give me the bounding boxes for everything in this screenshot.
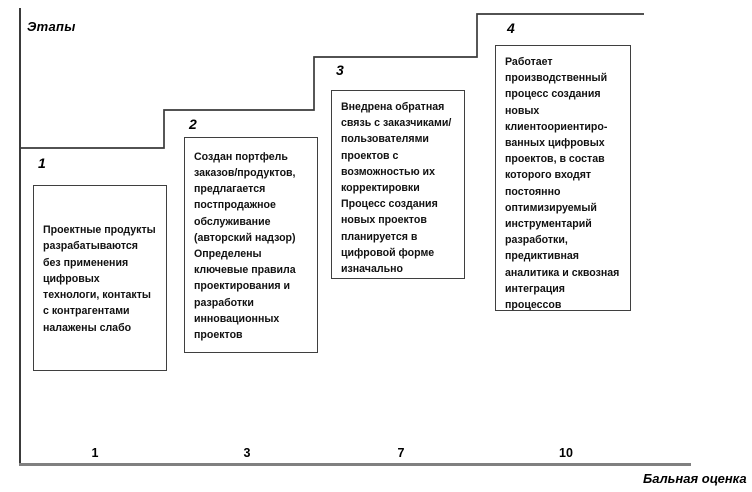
step-box-3[interactable]: Внедрена обратная связь с заказчиками/ п… (331, 90, 465, 279)
step-box-3-text: Внедрена обратная связь с заказчиками/ п… (341, 101, 452, 276)
step-number-1: 1 (38, 155, 46, 171)
step-box-1-text: Проектные продукты разрабатываются без п… (43, 224, 156, 334)
step-box-4[interactable]: Работает производственный процесс создан… (495, 45, 631, 311)
step-number-3: 3 (336, 62, 344, 78)
step-number-4: 4 (507, 20, 515, 36)
step-box-2-text: Создан портфель заказов/продуктов, предл… (194, 150, 296, 342)
x-tick-label-7: 7 (397, 446, 405, 460)
step-box-4-text: Работает производственный процесс создан… (505, 56, 620, 311)
step-box-1[interactable]: Проектные продукты разрабатываются без п… (33, 185, 167, 371)
x-tick-label-1: 1 (91, 446, 99, 460)
step-number-2: 2 (189, 116, 197, 132)
y-axis-title: Этапы (27, 19, 76, 34)
x-tick-label-3: 3 (243, 446, 251, 460)
step-box-2[interactable]: Создан портфель заказов/продуктов, предл… (184, 137, 318, 353)
x-axis-title: Бальная оценка (643, 471, 747, 486)
y-axis-line (19, 8, 21, 466)
x-tick-label-10: 10 (559, 446, 573, 460)
x-axis-line (19, 463, 691, 466)
